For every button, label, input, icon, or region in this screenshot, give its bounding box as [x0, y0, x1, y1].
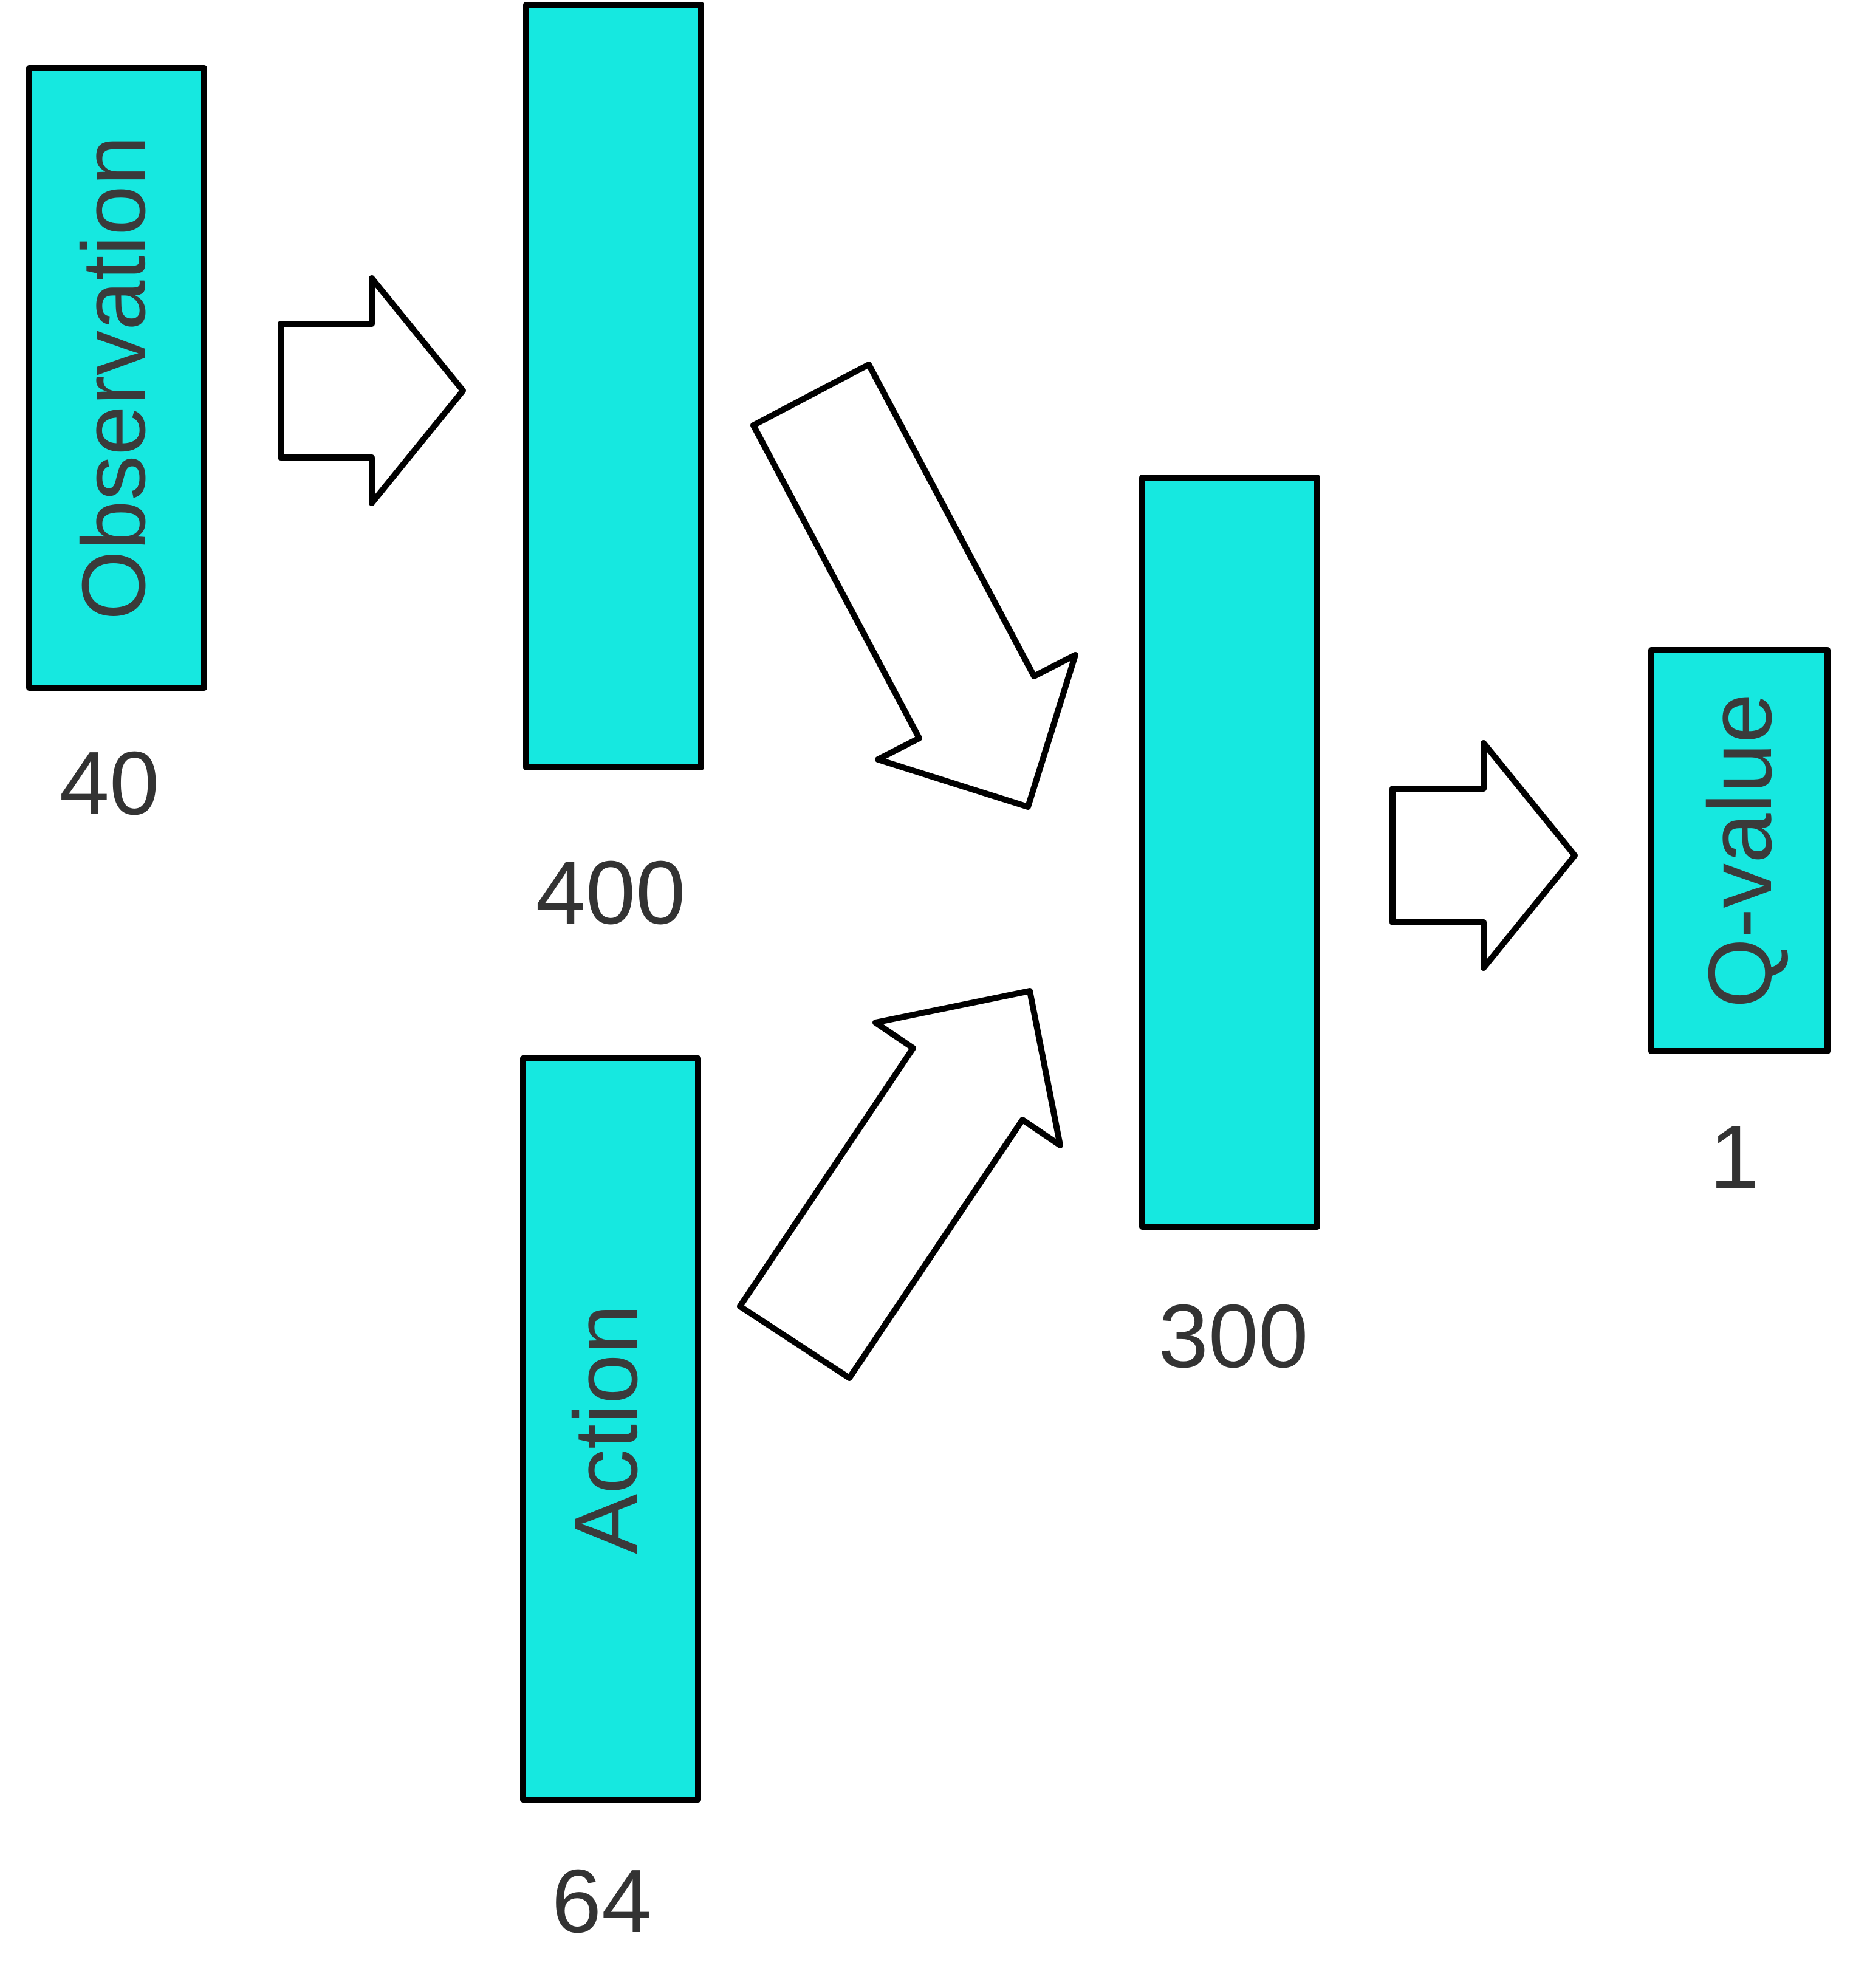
hidden-layer-2-size-label: 300 — [1159, 1286, 1309, 1386]
action-size-label: 64 — [552, 1851, 652, 1952]
arrow-observation-to-hidden1-icon — [278, 275, 466, 506]
qvalue-size-label: 1 — [1710, 1107, 1759, 1207]
hidden-layer-1-box — [523, 2, 704, 770]
arrow-hidden1-to-hidden2-icon — [750, 362, 1078, 810]
action-label: Action — [556, 1304, 656, 1554]
arrow-action-to-hidden2-icon — [737, 988, 1063, 1381]
observation-layer-box — [26, 65, 207, 691]
hidden-layer-1-size-label: 400 — [536, 843, 686, 943]
action-layer-box — [520, 1055, 701, 1803]
arrow-hidden2-to-qvalue-icon — [1389, 740, 1578, 971]
observation-label: Observation — [64, 135, 164, 620]
hidden-layer-2-box — [1139, 475, 1320, 1230]
qvalue-layer-box — [1648, 647, 1831, 1054]
qvalue-label: Q-value — [1690, 693, 1790, 1008]
observation-size-label: 40 — [60, 733, 160, 834]
